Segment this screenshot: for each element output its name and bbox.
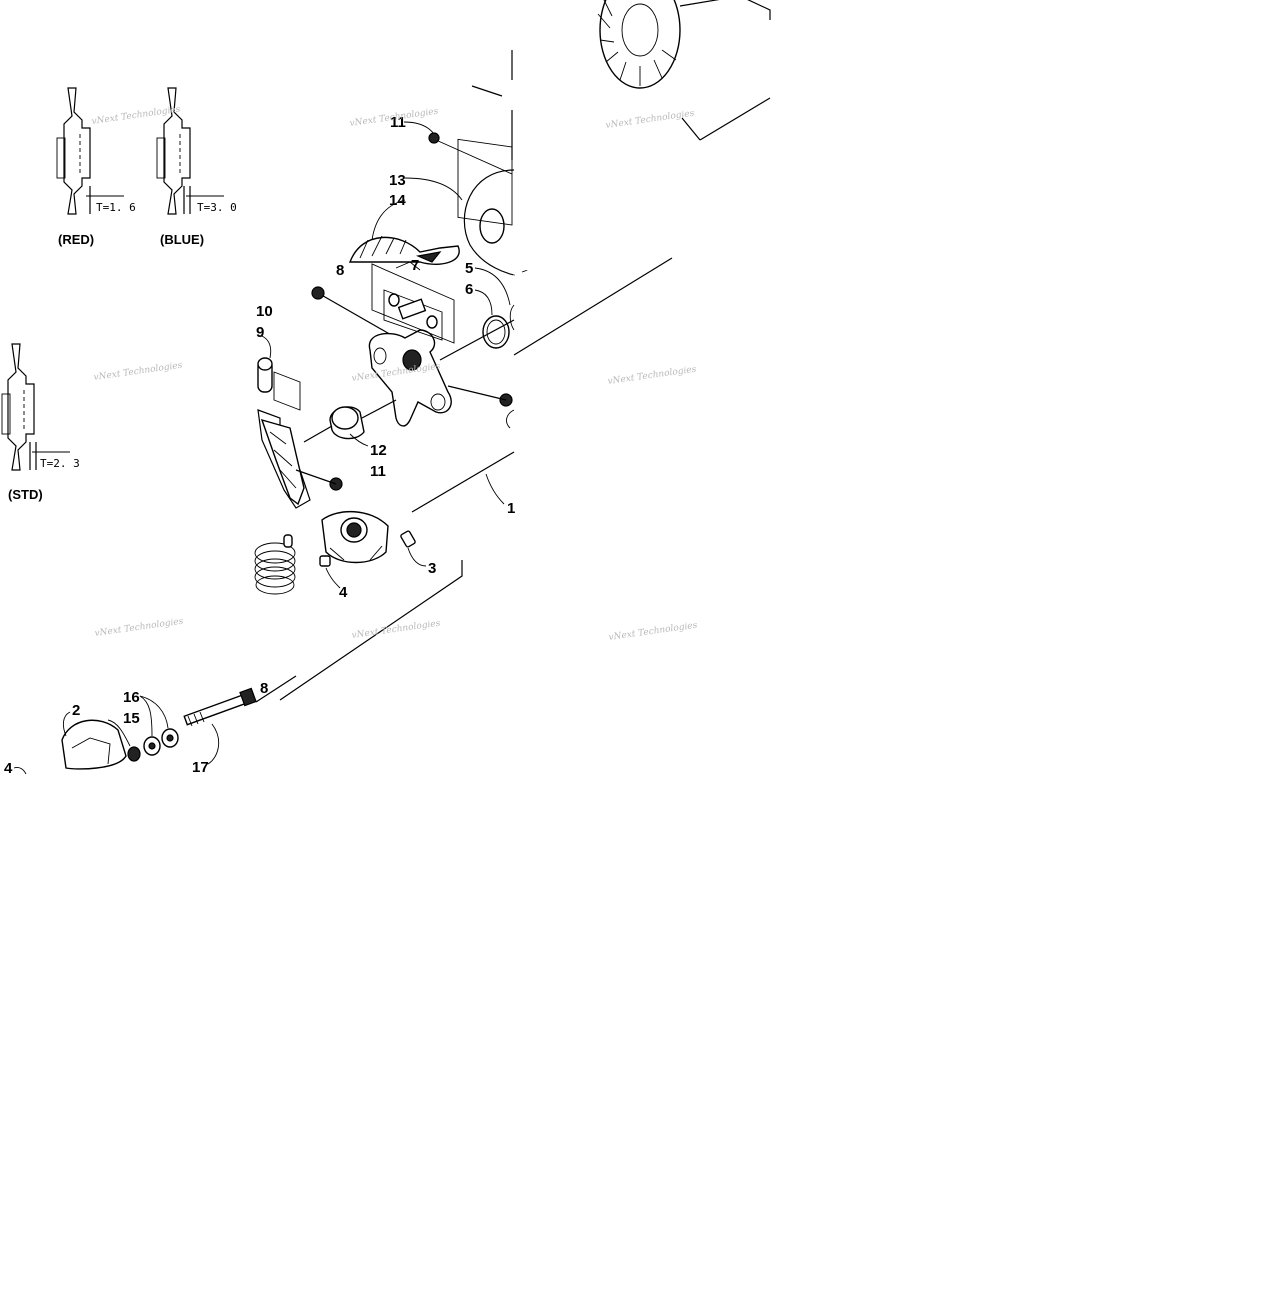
callout-3: 3 — [428, 560, 436, 577]
spider-assembly — [348, 235, 460, 265]
watermark-9: vNext Technologies — [608, 621, 698, 643]
watermark-8: vNext Technologies — [351, 619, 441, 641]
std-thickness: T=2. 3 — [40, 457, 80, 470]
callout-14: 14 — [389, 192, 406, 209]
callout-16: 16 — [123, 689, 140, 706]
fan-sheave — [597, 0, 771, 141]
callout-10: 10 — [256, 303, 273, 320]
callout-4-mid: 4 — [339, 584, 348, 601]
watermark-6: vNext Technologies — [607, 365, 697, 387]
red-label: (RED) — [58, 232, 94, 247]
callout-8-bottom: 8 — [260, 680, 268, 697]
callout-17: 17 — [192, 759, 209, 776]
blue-thickness: T=3. 0 — [197, 201, 237, 214]
callout-6: 6 — [465, 281, 473, 298]
spring — [254, 534, 296, 595]
nut-11-top — [428, 132, 440, 144]
callout-1: 1 — [507, 500, 515, 517]
weight-variant-std — [1, 343, 70, 471]
sheave-cover — [457, 50, 539, 276]
axis-line-upper — [513, 257, 673, 356]
callout-8-top: 8 — [336, 262, 344, 279]
callout-11-top: 11 — [390, 114, 406, 131]
blue-label: (BLUE) — [160, 232, 204, 247]
weight-variant-red — [56, 87, 124, 215]
pin-9-10 — [257, 335, 301, 411]
bushing-12 — [303, 399, 397, 447]
watermark-4: vNext Technologies — [93, 361, 183, 383]
callout-11-mid: 11 — [370, 463, 386, 480]
callout-15: 15 — [123, 710, 140, 727]
callout-13: 13 — [389, 172, 406, 189]
spider-lower — [279, 510, 463, 701]
bolt-assembly — [13, 675, 297, 775]
watermark-3: vNext Technologies — [605, 109, 695, 131]
callout-5: 5 — [465, 260, 473, 277]
moveable-sheave — [257, 409, 343, 509]
std-label: (STD) — [8, 487, 43, 502]
roller-arm — [311, 261, 455, 427]
callout-4-bottom: 4 — [4, 760, 13, 777]
callout-2: 2 — [72, 702, 80, 719]
callout-12: 12 — [370, 442, 387, 459]
callout-7: 7 — [411, 257, 419, 274]
axis-line-lower — [411, 451, 515, 513]
watermark-7: vNext Technologies — [94, 617, 184, 639]
weight-variant-blue — [156, 87, 224, 215]
watermark-1: vNext Technologies — [91, 105, 181, 127]
red-thickness: T=1. 6 — [96, 201, 136, 214]
callout-9: 9 — [256, 324, 264, 341]
callouts: 11 13 14 8 7 5 6 10 9 12 11 1 3 4 16 8 2… — [4, 114, 515, 777]
